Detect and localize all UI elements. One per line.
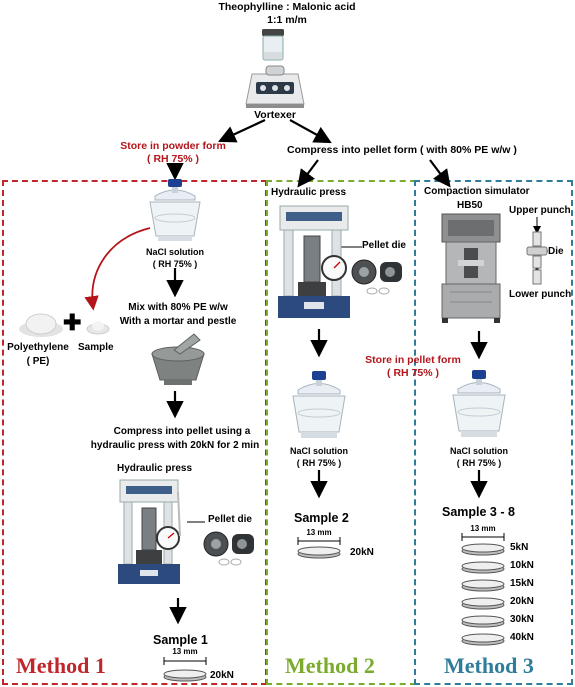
m3-dimension-marker	[461, 533, 505, 541]
arrow-to-method3	[429, 159, 451, 188]
sample-powder-image	[86, 321, 110, 335]
m1-hydraulic-press-label: Hydraulic press	[117, 463, 193, 474]
m3-lower-punch-label: Lower punch	[509, 289, 572, 300]
m3-model-label: HB50	[457, 200, 483, 211]
m1-mix-line2: With a mortar and pestle	[119, 316, 237, 327]
m3-sample-title: Sample 3 - 8	[442, 505, 515, 519]
m3-desiccator-image	[452, 370, 506, 437]
m3-compaction-simulator-image	[441, 213, 501, 323]
arrow-to-pellet	[289, 119, 332, 144]
method3-box	[414, 180, 573, 685]
m3-force-label: 30kN	[510, 614, 534, 625]
polyethylene-abbr: ( PE)	[26, 356, 50, 367]
m1-desiccator-image	[149, 179, 201, 241]
m3-force-label: 40kN	[510, 632, 534, 643]
m3-force-label: 5kN	[510, 542, 529, 553]
m3-pellet-row: 30kN	[460, 612, 560, 630]
m3-pellet-row: 5kN	[460, 540, 560, 558]
store-pellet-rh: ( RH 75% )	[387, 367, 439, 379]
m2-pellet-die-image	[351, 259, 402, 295]
m2-dimension-marker	[297, 537, 341, 545]
m2-sample-title: Sample 2	[294, 511, 349, 525]
m2-salt-rh: ( RH 75% )	[296, 458, 342, 468]
m1-compress-line1: Compress into pellet using a	[113, 426, 251, 437]
m1-pellet-icon	[163, 669, 207, 682]
ratio-label: 1:1 m/m	[267, 14, 307, 26]
polyethylene-label: Polyethylene	[7, 342, 69, 353]
m2-pellet-icon	[297, 546, 341, 559]
arrow-to-powder	[218, 119, 266, 143]
m3-simulator-label: Compaction simulator	[424, 186, 530, 197]
method1-label: Method 1	[16, 653, 106, 678]
m3-punch-die-diagram	[526, 231, 548, 285]
method3-label: Method 3	[444, 653, 534, 678]
m3-pellet-row: 15kN	[460, 576, 560, 594]
m2-force-label: 20kN	[350, 547, 374, 558]
m3-force-label: 15kN	[510, 578, 534, 589]
store-pellet-label: Store in pellet form	[365, 354, 461, 366]
sample-vial-image	[262, 29, 284, 61]
m1-hydraulic-press-image	[118, 479, 181, 584]
title-compounds: Theophylline : Malonic acid	[218, 1, 356, 13]
m1-salt-rh: ( RH 75% )	[152, 259, 198, 269]
m2-hydraulic-press-label: Hydraulic press	[271, 187, 347, 198]
m3-die-label: Die	[548, 246, 564, 257]
compress-pellet-label: Compress into pellet form ( with 80% PE …	[287, 144, 517, 156]
vortexer-image	[245, 65, 305, 108]
plus-icon: ✚	[63, 310, 82, 335]
m1-compress-line2: hydraulic press with 20kN for 2 min	[90, 440, 260, 451]
m1-force-label: 20kN	[210, 670, 234, 681]
red-curved-arrow	[84, 227, 151, 311]
m2-dimension-label: 13 mm	[306, 528, 332, 537]
m2-salt-label: NaCl solution	[290, 446, 348, 456]
store-powder-label: Store in powder form	[120, 140, 226, 152]
sample-label: Sample	[78, 342, 114, 353]
m2-hydraulic-press-image	[278, 205, 350, 318]
m3-pellet-row: 20kN	[460, 594, 560, 612]
m1-dimension-marker	[163, 657, 207, 665]
m3-dimension-label: 13 mm	[470, 524, 496, 533]
m1-salt-label: NaCl solution	[146, 247, 204, 257]
m3-pellet-row: 40kN	[460, 630, 560, 648]
m3-salt-rh: ( RH 75% )	[456, 458, 502, 468]
store-powder-rh: ( RH 75% )	[147, 153, 199, 165]
m3-salt-label: NaCl solution	[450, 446, 508, 456]
m1-dimension-label: 13 mm	[172, 647, 198, 656]
vortexer-label: Vortexer	[254, 109, 296, 121]
m1-pellet-die-label: Pellet die	[208, 514, 252, 525]
m2-pellet-die-label: Pellet die	[362, 240, 406, 251]
m2-desiccator-image	[292, 371, 346, 438]
polyethylene-powder-image	[19, 313, 63, 337]
m1-pellet-die-image	[203, 531, 254, 566]
m3-force-label: 10kN	[510, 560, 534, 571]
m3-upper-punch-label: Upper punch	[509, 205, 571, 216]
m1-sample-title: Sample 1	[153, 633, 208, 647]
m3-force-label: 20kN	[510, 596, 534, 607]
mortar-pestle-image	[151, 333, 205, 385]
arrow-to-method2	[297, 159, 319, 188]
method2-label: Method 2	[285, 653, 375, 678]
m3-pellet-row: 10kN	[460, 558, 560, 576]
m1-mix-line1: Mix with 80% PE w/w	[128, 302, 228, 313]
